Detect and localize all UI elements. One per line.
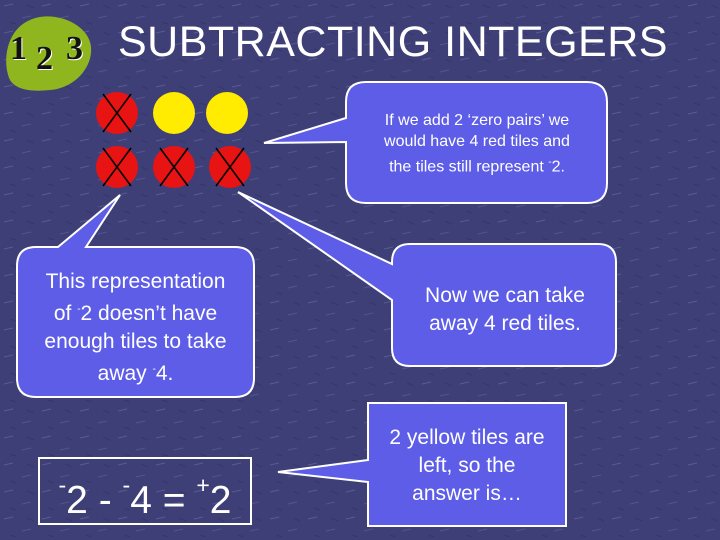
logo-icon <box>6 16 92 91</box>
callout-zero-pairs <box>263 81 608 204</box>
red-tile <box>153 146 195 188</box>
callout-representation <box>16 194 255 398</box>
logo-digits: 1 2 3 <box>10 30 100 80</box>
logo-digit-2: 2 <box>36 40 53 77</box>
equation-sign-2: - <box>122 472 131 498</box>
tiles-group <box>96 92 251 188</box>
answer-line-3: answer is… <box>412 482 522 505</box>
zero-pairs-line-3: the tiles still represent -2. <box>389 157 565 176</box>
callout-take-away <box>237 191 617 367</box>
representation-line-1: This representation <box>45 270 226 293</box>
take-away-text: Now we can take away 4 red tiles. <box>394 282 616 338</box>
red-tile <box>96 146 138 188</box>
representation-line-3: enough tiles to take <box>44 330 227 353</box>
take-away-line-1: Now we can take <box>425 284 585 307</box>
equation-number-3: 2 <box>209 479 232 522</box>
representation-line-4: away -4. <box>97 362 174 385</box>
zero-pairs-text: If we add 2 ‘zero pairs’ we would have 4… <box>348 110 606 177</box>
logo-digit-3: 3 <box>66 30 83 67</box>
slide-title: SUBTRACTING INTEGERS <box>118 18 668 66</box>
equation-sign-3: + <box>196 472 210 498</box>
equation-number-2: 4 <box>130 479 152 522</box>
logo-digit-1: 1 <box>10 30 27 67</box>
equation-sign-1: - <box>58 472 67 498</box>
answer-line-2: left, so the <box>418 454 516 477</box>
equation-equals: = <box>151 479 197 522</box>
yellow-tile <box>153 92 195 134</box>
equation-minus: - <box>87 479 123 522</box>
answer-text: 2 yellow tiles are left, so the answer i… <box>369 424 565 508</box>
callout-answer <box>277 402 567 527</box>
red-tile <box>96 92 138 134</box>
yellow-tile <box>206 92 248 134</box>
equation-box: -2 - -4 = +2 <box>38 457 252 525</box>
zero-pairs-line-1: If we add 2 ‘zero pairs’ we <box>384 112 570 129</box>
representation-line-2: of -2 doesn’t have <box>53 302 218 325</box>
answer-line-1: 2 yellow tiles are <box>389 426 545 449</box>
red-tile <box>209 146 251 188</box>
equation-number-1: 2 <box>66 479 88 522</box>
take-away-line-2: away 4 red tiles. <box>429 312 581 335</box>
zero-pairs-line-2: would have 4 red tiles and <box>384 133 570 150</box>
representation-text: This representation of -2 doesn’t have e… <box>18 268 253 388</box>
